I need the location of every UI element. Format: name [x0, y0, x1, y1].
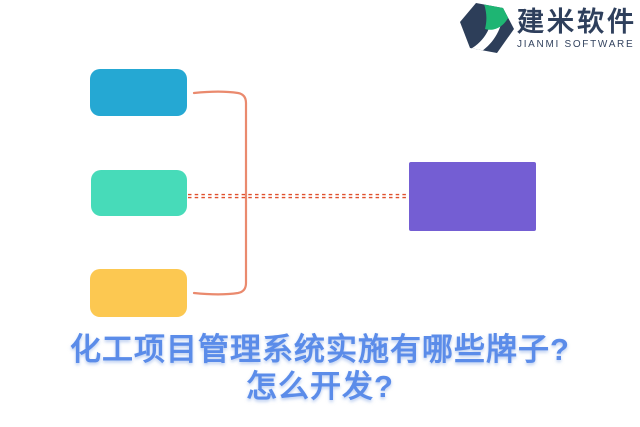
page-title-line2: 怎么开发?	[246, 369, 394, 404]
bracket-connector	[192, 90, 248, 296]
page-title-line1: 化工项目管理系统实施有哪些牌子?	[70, 332, 570, 367]
node-bottom-box	[90, 269, 187, 317]
brand-text: 建米软件 JIANMI SOFTWARE	[517, 6, 637, 51]
brand-subtitle: JIANMI SOFTWARE	[517, 38, 635, 50]
node-top-box	[90, 69, 187, 116]
logo-leaf-shape	[484, 3, 510, 30]
brand-logo: 建米软件 JIANMI SOFTWARE	[459, 2, 637, 54]
page-title: 化工项目管理系统实施有哪些牌子? 怎么开发?	[0, 331, 640, 405]
node-result-box	[409, 162, 536, 231]
node-middle-box	[91, 170, 187, 216]
brand-name: 建米软件	[517, 6, 637, 37]
jianmi-logo-icon	[460, 3, 514, 53]
